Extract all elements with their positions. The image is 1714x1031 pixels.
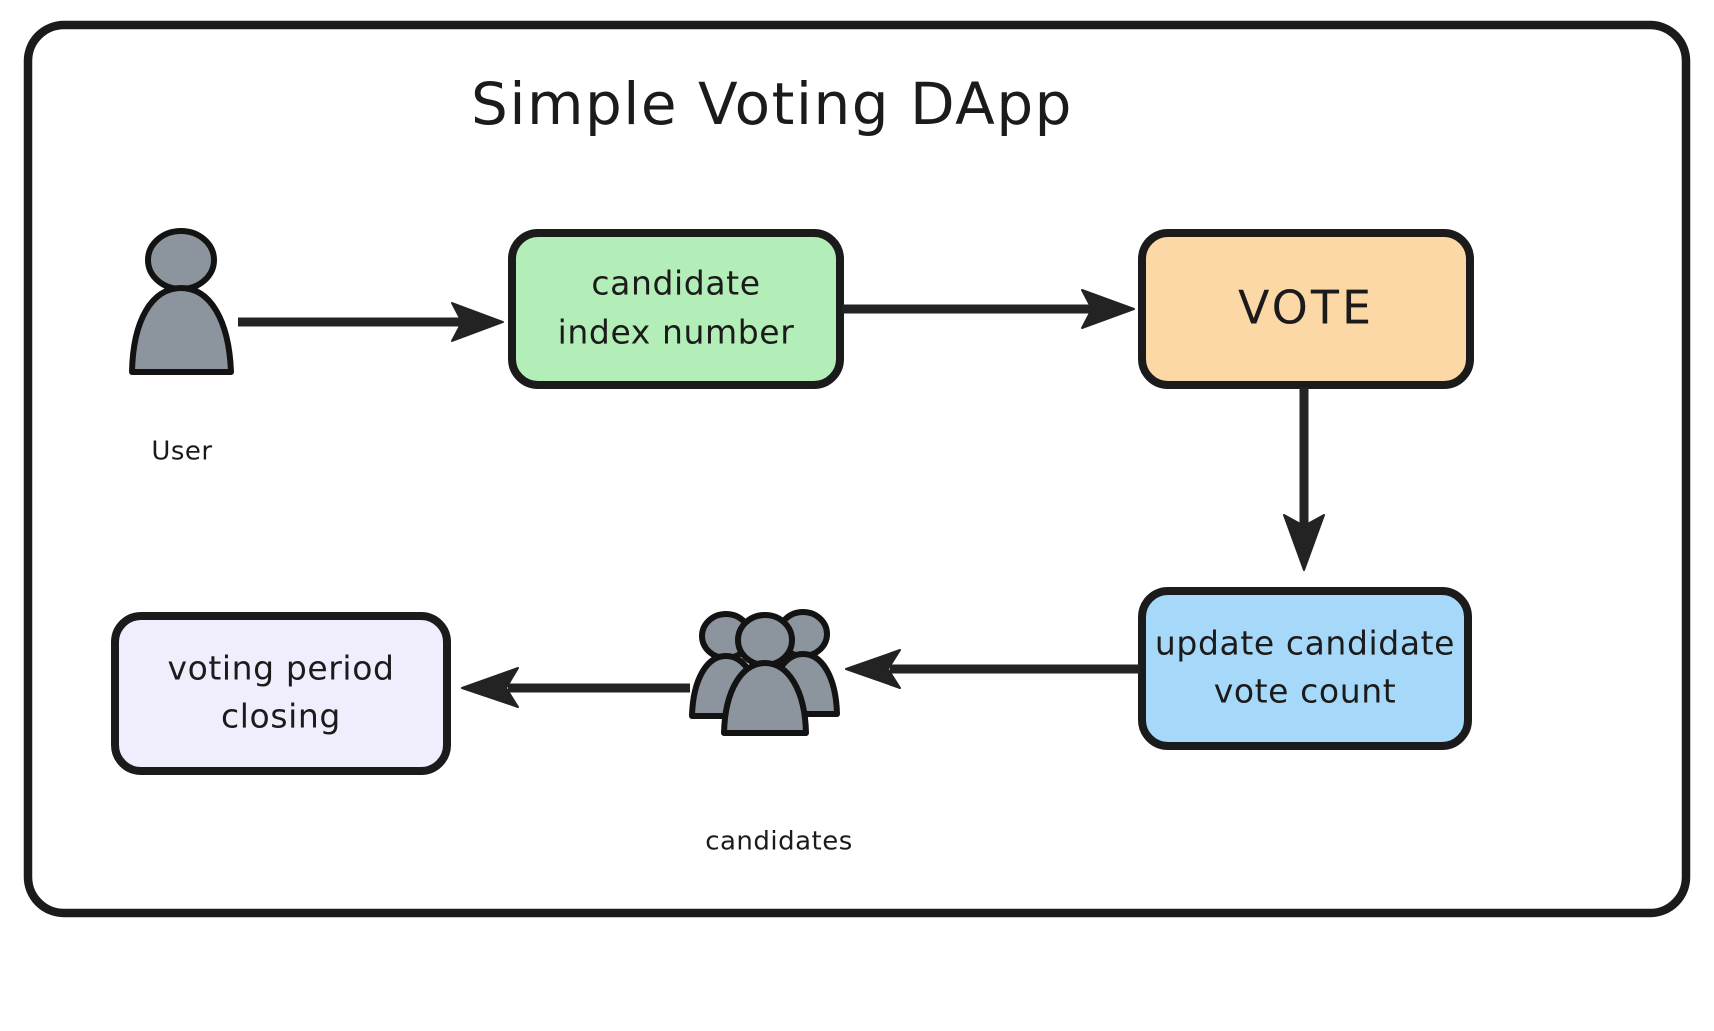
person-icon-body (129, 285, 234, 375)
candidates-actor-group-label: candidates (705, 827, 853, 857)
node-candidate-index[interactable]: candidate index number (508, 229, 844, 389)
node-voting-period-closing-line1: voting period (167, 649, 394, 688)
node-voting-period-closing[interactable]: voting period closing (111, 612, 451, 775)
node-update-count-line1: update candidate (1155, 624, 1455, 663)
edge-user-to-candidate-index-arrowhead (451, 302, 504, 342)
node-candidate-index-box[interactable] (508, 229, 844, 389)
edge-update-count-to-candidates (845, 649, 1140, 689)
user-actor-label: User (151, 437, 212, 467)
edge-candidate-index-to-vote-arrowhead (1081, 289, 1135, 329)
people-group-icon-head-center (735, 612, 795, 668)
edge-candidate-index-to-vote (842, 289, 1135, 329)
node-candidate-index-line1: candidate (591, 264, 760, 303)
node-vote-label: VOTE (1238, 281, 1374, 335)
diagram-frame (23, 20, 1691, 918)
node-vote[interactable]: VOTE (1138, 229, 1474, 389)
node-candidate-index-line2: index number (558, 313, 795, 352)
edge-vote-to-update-count (1283, 387, 1325, 571)
node-update-count-box[interactable] (1138, 587, 1472, 750)
node-update-count[interactable]: update candidate vote count (1138, 587, 1472, 750)
people-group-icon-body-center (721, 660, 809, 736)
person-icon-head (145, 228, 217, 292)
node-voting-period-closing-line2: closing (221, 697, 341, 736)
node-vote-box[interactable] (1138, 229, 1474, 389)
edge-update-count-to-candidates-arrowhead (845, 649, 901, 689)
diagram-title: Simple Voting DApp (471, 70, 1073, 138)
user-actor: User (129, 228, 234, 467)
edge-user-to-candidate-index (238, 302, 504, 342)
node-update-count-line2: vote count (1214, 672, 1397, 711)
edge-vote-to-update-count-arrowhead (1283, 514, 1325, 571)
candidates-actor-group: candidates (689, 609, 853, 857)
node-voting-period-closing-box[interactable] (111, 612, 451, 775)
edge-candidates-to-voting-period-closing (461, 667, 690, 708)
edge-candidates-to-voting-period-closing-arrowhead (461, 667, 519, 708)
